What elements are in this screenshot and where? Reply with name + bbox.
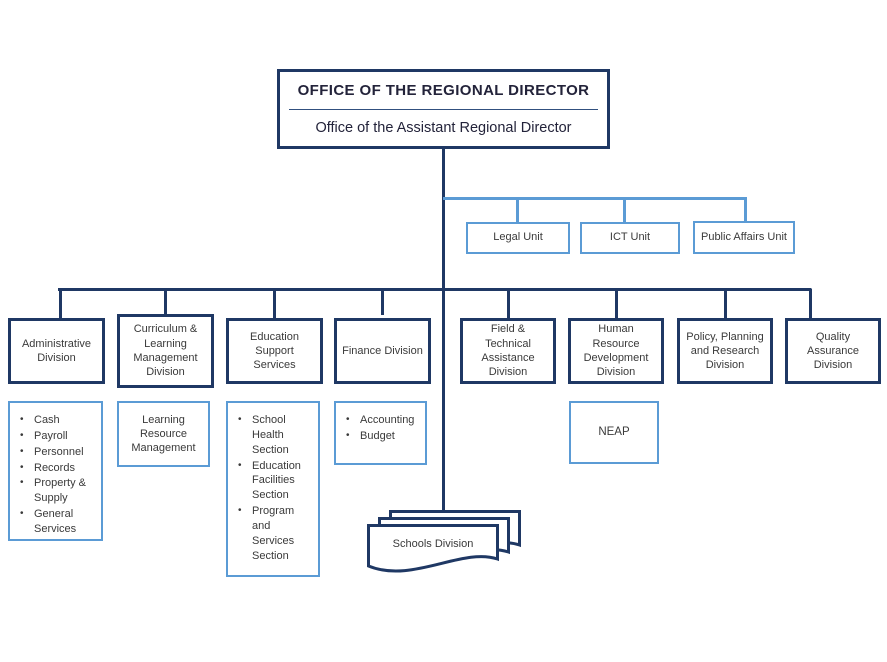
list-item: Records [20,461,99,476]
division-box-finance: Finance Division [334,318,431,384]
division-box-quality-assurance: Quality Assurance Division [785,318,881,384]
list-item: Accounting [346,413,423,428]
administrative-sections-list: Cash Payroll Personnel Records Property … [10,413,101,538]
list-item: School Health Section [238,413,316,458]
division-box-administrative: Administrative Division [8,318,105,384]
unit-box-public-affairs: Public Affairs Unit [693,221,795,254]
list-item: Property & Supply [20,476,99,506]
unit-box-ict: ICT Unit [580,222,680,254]
header-title: OFFICE OF THE REGIONAL DIRECTOR [297,81,590,99]
unit-box-legal: Legal Unit [466,222,570,254]
schools-division-stack [367,510,521,573]
division-box-curriculum: Curriculum & Learning Management Divisio… [117,314,214,388]
document-shape-front [367,524,499,573]
division-box-field-technical: Field & Technical Assistance Division [460,318,556,384]
list-item: Budget [346,429,423,444]
list-item: Program and Services Section [238,504,316,563]
list-item: Education Facilities Section [238,459,316,504]
division-box-policy-planning: Policy, Planning and Research Division [677,318,773,384]
division-box-hrd: Human Resource Development Division [568,318,664,384]
division-drop-lines [59,289,812,318]
subunit-box-learning-resource: Learning Resource Management [117,401,210,467]
list-item: General Services [20,507,99,537]
subunit-box-education-support-sections: School Health Section Education Faciliti… [226,401,320,577]
header-subtitle: Office of the Assistant Regional Directo… [315,119,572,136]
subunit-box-finance-sections: Accounting Budget [334,401,427,465]
subunit-box-administrative-sections: Cash Payroll Personnel Records Property … [8,401,103,541]
units-branch-line [443,197,747,223]
division-box-education-support: Education Support Services [226,318,323,384]
finance-sections-list: Accounting Budget [336,413,425,445]
header-box: OFFICE OF THE REGIONAL DIRECTOR Office o… [277,69,610,149]
list-item: Cash [20,413,99,428]
list-item: Personnel [20,445,99,460]
header-divider [289,108,598,110]
subunit-box-neap: NEAP [569,401,659,464]
education-support-sections-list: School Health Section Education Faciliti… [228,413,318,564]
list-item: Payroll [20,429,99,444]
schools-division-label: Schools Division [392,538,474,550]
